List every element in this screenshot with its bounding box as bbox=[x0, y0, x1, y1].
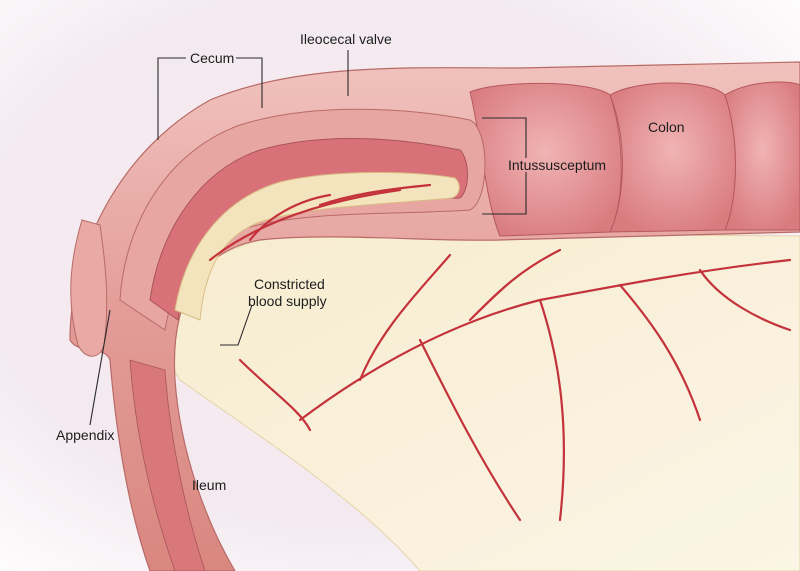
blood-vessels bbox=[208, 183, 792, 522]
ileum-lumen bbox=[129, 359, 206, 571]
label-constricted-line2: blood supply bbox=[248, 293, 327, 309]
label-ileum: Ileum bbox=[192, 477, 226, 493]
label-appendix: Appendix bbox=[56, 427, 114, 443]
label-ileocecal-valve: Ileocecal valve bbox=[300, 31, 392, 47]
label-intussusceptum: Intussusceptum bbox=[508, 157, 606, 173]
label-constricted-line1: Constricted bbox=[254, 276, 325, 292]
label-cecum: Cecum bbox=[190, 50, 234, 66]
colon-haustra-2 bbox=[609, 82, 736, 233]
intussuscepted-mesentery bbox=[174, 172, 460, 321]
colon-haustra-3 bbox=[724, 81, 800, 231]
label-colon: Colon bbox=[648, 119, 685, 135]
leader-lines bbox=[89, 50, 527, 426]
appendix bbox=[70, 219, 108, 357]
